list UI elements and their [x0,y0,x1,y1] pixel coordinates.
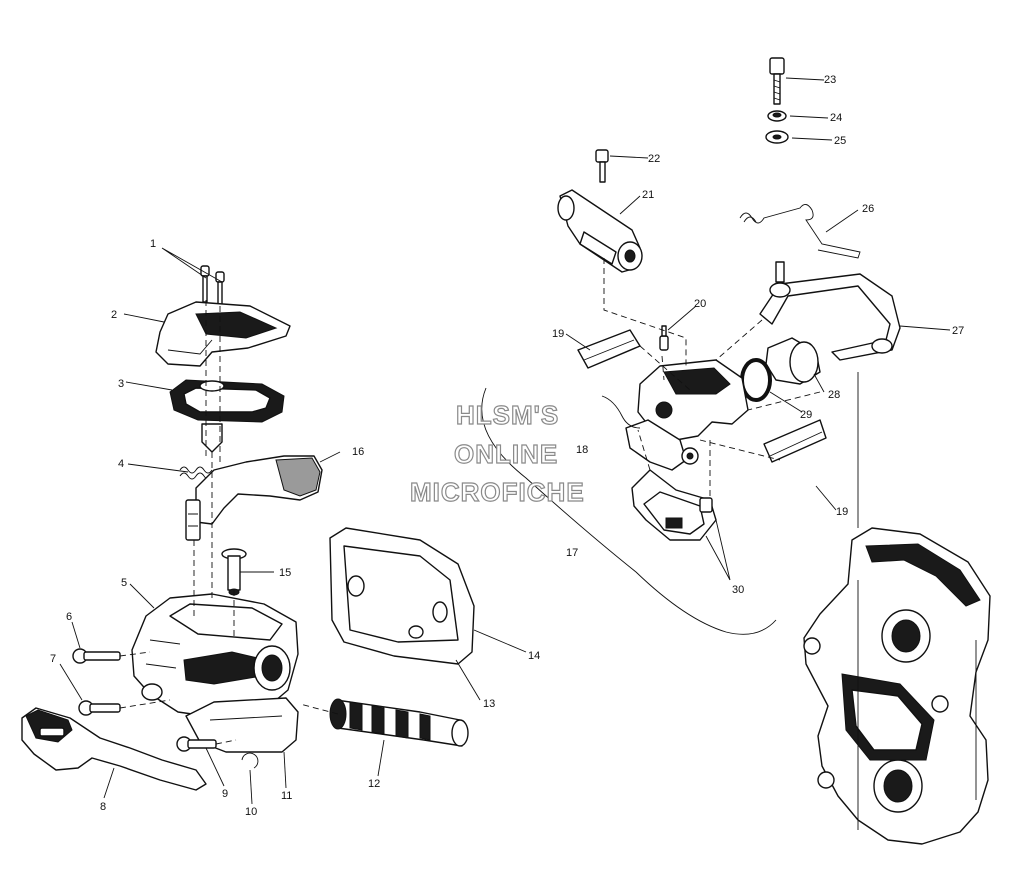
part-27-bracket [759,261,901,361]
part-chaincase [803,527,991,845]
callout-1: 1 [150,238,156,250]
leader-lines [59,77,951,805]
callout-23: 23 [824,74,836,86]
watermark-line-1: HLSM'S [456,400,559,430]
callout-28: 28 [828,389,840,401]
callout-7: 7 [50,653,56,665]
part-19-shim-lower [763,419,827,463]
callout-26: 26 [862,203,874,215]
part-20-bleeder [659,325,669,351]
part-26-spring [739,204,861,259]
callout-14: 14 [528,650,540,662]
callout-24: 24 [830,112,842,124]
part-2-cover [155,301,291,367]
callout-5: 5 [121,577,127,589]
callout-4: 4 [118,458,124,470]
part-28-piston [765,337,821,385]
part-30-brake-pads [631,469,717,541]
part-10-clip [241,752,259,769]
callout-17: 17 [566,547,578,559]
part-24-nut [767,110,787,122]
callout-18: 18 [576,444,588,456]
part-7-bolt [78,700,121,716]
callout-21: 21 [642,189,654,201]
part-16-throttle-lever [185,455,323,541]
part-5-housing [131,593,299,719]
right-assembly-lines [603,258,859,528]
part-3-gasket [169,379,285,453]
part-6-bolt [72,648,121,664]
part-18-caliper [601,359,749,471]
callout-20: 20 [694,298,706,310]
part-23-bolt [769,57,785,105]
part-21-fitting [557,189,643,273]
part-29-oring [740,358,772,402]
callout-6: 6 [66,611,72,623]
callout-13: 13 [483,698,495,710]
callout-15: 15 [279,567,291,579]
callout-16: 16 [352,446,364,458]
callout-3: 3 [118,378,124,390]
part-25-washer [765,130,789,144]
callout-labels: 1 2 3 4 5 6 7 8 9 10 11 12 13 14 15 16 1… [50,74,964,818]
part-9-bolt [176,736,217,752]
part-8-brake-lever [21,707,207,791]
callout-27: 27 [952,325,964,337]
watermark-line-2: ONLINE [454,439,558,469]
watermark-line-3: MICROFICHE [410,477,585,507]
callout-11: 11 [281,790,292,802]
callout-8: 8 [100,801,106,813]
part-13-cover-plate [329,527,475,665]
callout-2: 2 [111,309,117,321]
callout-19b: 19 [836,506,848,518]
callout-29: 29 [800,409,812,421]
callout-12: 12 [368,778,380,790]
callout-9: 9 [222,788,228,800]
part-17-outline [481,387,777,635]
callout-30: 30 [732,584,744,596]
callout-22: 22 [648,153,660,165]
callout-10: 10 [245,806,257,818]
callout-19a: 19 [552,328,564,340]
part-22-screw [595,149,609,183]
watermark: HLSM'S ONLINE MICROFICHE [409,399,585,507]
part-19-shim-upper [577,329,641,369]
callout-25: 25 [834,135,846,147]
part-12-grip-tube [329,698,469,747]
left-assembly-lines [119,300,339,745]
